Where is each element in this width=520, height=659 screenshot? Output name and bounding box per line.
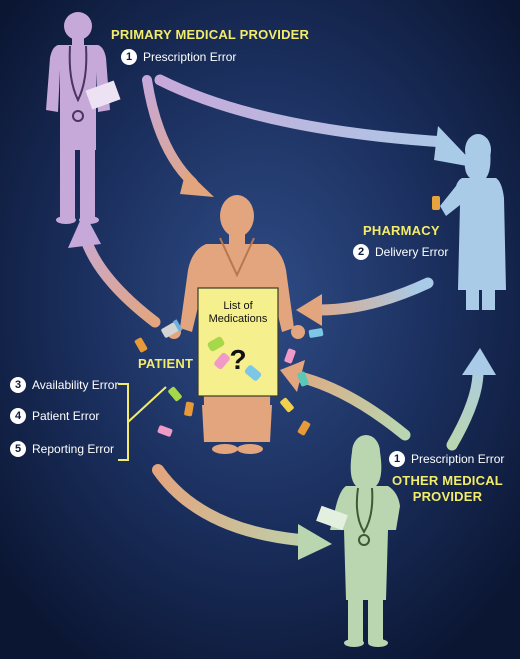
other-provider-figure bbox=[316, 435, 400, 647]
pharmacy-title: PHARMACY bbox=[363, 223, 440, 238]
patient-error: 4 Patient Error bbox=[10, 408, 99, 424]
error-label: Patient Error bbox=[32, 409, 100, 423]
other-provider-title-line2: PROVIDER bbox=[412, 489, 483, 504]
pharmacist-figure bbox=[432, 134, 506, 310]
arrow-pharmacy-to-patient bbox=[296, 277, 434, 326]
arrow-patient-to-other bbox=[152, 464, 332, 560]
other-provider-title-line1: OTHER MEDICAL bbox=[392, 473, 503, 488]
error-number-badge: 5 bbox=[10, 441, 26, 457]
other-provider-title: OTHER MEDICAL PROVIDER bbox=[392, 473, 503, 505]
card-label-line1: List of bbox=[223, 300, 253, 312]
card-question-mark: ? bbox=[229, 344, 246, 375]
error-number-badge: 3 bbox=[10, 377, 26, 393]
other-prescription-error: 1 Prescription Error bbox=[389, 451, 504, 467]
error-number-badge: 2 bbox=[353, 244, 369, 260]
pharmacy-delivery-error: 2 Delivery Error bbox=[353, 244, 448, 260]
card-label: List of Medications bbox=[198, 300, 278, 326]
error-label: Availability Error bbox=[32, 378, 119, 392]
arrow-other-to-pharmacy bbox=[446, 348, 496, 451]
arrow-patient-to-primary bbox=[68, 212, 161, 328]
patient-error-bracket bbox=[118, 383, 167, 461]
error-label: Prescription Error bbox=[143, 50, 237, 64]
error-number-badge: 1 bbox=[121, 49, 137, 65]
arrow-other-to-patient bbox=[280, 360, 411, 441]
primary-provider-title: PRIMARY MEDICAL PROVIDER bbox=[111, 27, 310, 42]
primary-provider-figure bbox=[46, 12, 121, 224]
patient-title: PATIENT bbox=[138, 356, 194, 371]
primary-prescription-error: 1 Prescription Error bbox=[121, 49, 236, 65]
error-label: Reporting Error bbox=[32, 442, 115, 456]
card-label-line2: Medications bbox=[208, 313, 268, 325]
error-label: Prescription Error bbox=[411, 452, 505, 466]
arrow-primary-to-patient bbox=[142, 75, 214, 197]
reporting-error: 5 Reporting Error bbox=[10, 441, 114, 457]
error-label: Delivery Error bbox=[375, 245, 449, 259]
error-number-badge: 1 bbox=[389, 451, 405, 467]
pill-bottle-icons bbox=[134, 319, 324, 437]
error-number-badge: 4 bbox=[10, 408, 26, 424]
availability-error: 3 Availability Error bbox=[10, 377, 118, 393]
